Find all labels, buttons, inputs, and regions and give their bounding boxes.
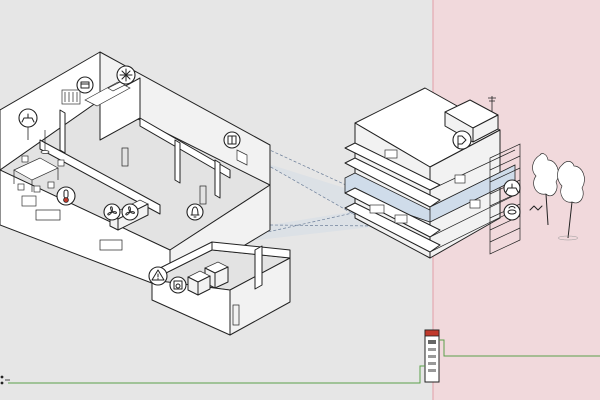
pendant-light-icon	[18, 108, 38, 140]
utility-room	[148, 241, 291, 336]
window-contact-icon	[223, 131, 241, 149]
outdoor-light-icon	[452, 130, 472, 150]
projection-beam-upper	[130, 86, 370, 215]
apartment-floorplan	[0, 51, 271, 291]
bus-line-end-marker	[0, 375, 10, 385]
bus-line-outdoor	[439, 339, 600, 357]
warning-icon	[148, 266, 168, 286]
trees	[532, 153, 585, 241]
smoke-detector-icon	[503, 203, 521, 221]
washing-machine-icon	[169, 276, 187, 294]
fan-icon	[103, 203, 121, 221]
bus-line-building	[8, 365, 425, 384]
window-frame	[236, 149, 248, 166]
fan-icon-secondary	[121, 203, 139, 221]
ceiling-light-icon	[503, 179, 521, 197]
bus-controller	[424, 329, 440, 383]
weather-station-icon	[529, 205, 543, 211]
thermostat-icon	[56, 186, 76, 206]
apartment-building	[344, 87, 543, 259]
display-panel-icon	[76, 76, 94, 94]
snowflake-icon	[116, 65, 136, 85]
bell-icon	[186, 203, 204, 221]
